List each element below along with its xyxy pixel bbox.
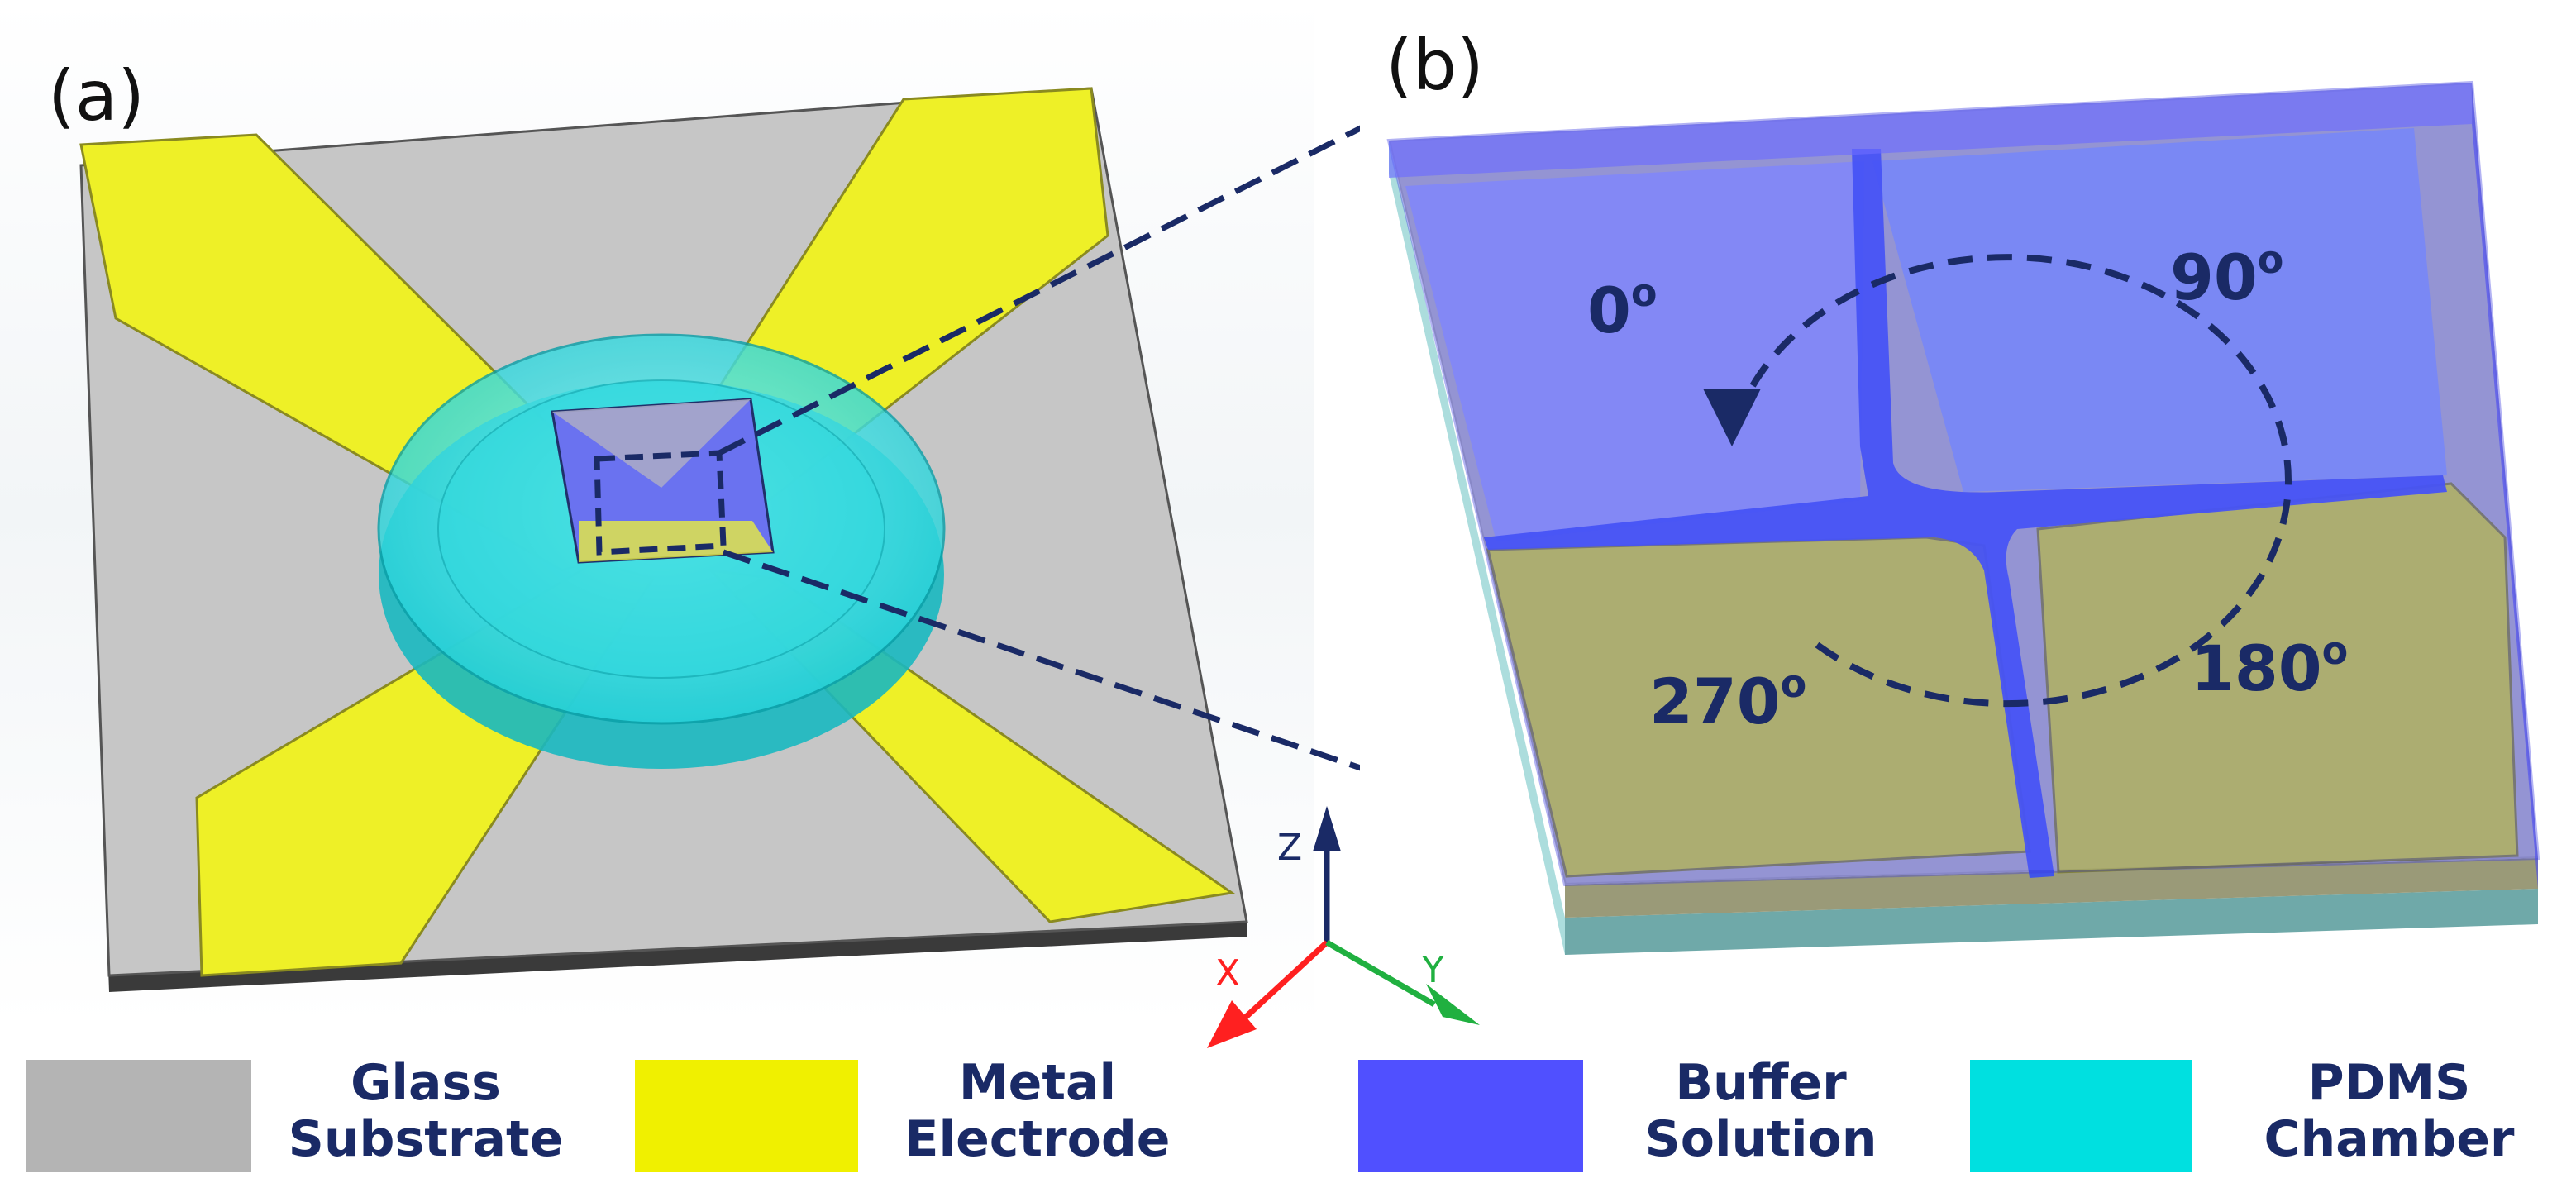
- legend-swatch-pdms: [1970, 1060, 2192, 1172]
- rotation-arrow-head: [1703, 389, 1761, 446]
- legend-label-glass-line1: Glass: [351, 1054, 501, 1112]
- legend-label-buffer-line2: Solution: [1645, 1110, 1877, 1168]
- panel-a: (a): [0, 0, 1314, 1025]
- legend-item-pdms-chamber: PDMS Chamber: [1970, 1054, 2515, 1172]
- legend-label-pdms-line1: PDMS: [2308, 1054, 2471, 1112]
- legend-swatch-electrode: [635, 1060, 858, 1172]
- electrode-90-deg: [1872, 128, 2447, 492]
- substrate-layer-front: [1565, 858, 2538, 918]
- buffer-solution-volume: [1386, 80, 2540, 887]
- panel-b-label: (b): [1386, 25, 1484, 106]
- buffer-box-front-side: [1565, 889, 2538, 955]
- angle-label-270: 270o: [1649, 661, 1806, 738]
- rotation-arc: [1733, 254, 2292, 708]
- legend-item-metal-electrode: Metal Electrode: [635, 1054, 1170, 1172]
- zoom-region-box: [594, 450, 727, 556]
- legend-item-glass-substrate: Glass Substrate: [26, 1054, 563, 1172]
- buffer-channel-cross: [1484, 149, 2447, 878]
- legend: Glass Substrate Metal Electrode Buffer S…: [26, 1054, 2515, 1172]
- buffer-box-top-rim: [1389, 83, 2472, 178]
- legend-label-buffer-line1: Buffer: [1675, 1054, 1847, 1112]
- connector-line-top: [718, 96, 1419, 456]
- z-axis-arrow: [1313, 806, 1341, 851]
- y-axis-label: Y: [1421, 949, 1444, 991]
- x-axis-arrow: [1207, 1000, 1257, 1048]
- angle-label-180: 180o: [2191, 628, 2348, 705]
- x-axis-line: [1242, 940, 1329, 1021]
- legend-label-electrode-line1: Metal: [959, 1054, 1116, 1112]
- legend-label-glass-line2: Substrate: [289, 1110, 564, 1168]
- legend-label-electrode-line2: Electrode: [905, 1110, 1171, 1168]
- electrode-0-deg: [1405, 161, 1864, 541]
- buffer-box-left-side: [1389, 141, 1565, 955]
- x-axis-label: X: [1215, 952, 1240, 995]
- z-axis-label: Z: [1277, 827, 1302, 869]
- buffer-box-right-side: [2472, 83, 2538, 889]
- legend-swatch-buffer: [1358, 1060, 1583, 1172]
- y-axis-arrow: [1426, 984, 1480, 1025]
- angle-label-90: 90o: [2170, 237, 2283, 314]
- legend-label-pdms-line2: Chamber: [2264, 1110, 2515, 1168]
- y-axis-line: [1325, 939, 1436, 1008]
- panel-a-label: (a): [48, 55, 145, 136]
- legend-swatch-glass: [26, 1060, 251, 1172]
- angle-label-0: 0o: [1587, 270, 1658, 347]
- panel-b: 0o 90o 180o 270o (b): [1360, 0, 2576, 1025]
- legend-item-buffer-solution: Buffer Solution: [1358, 1054, 1877, 1172]
- coordinate-axes: Z X Y: [1207, 806, 1480, 1048]
- central-well-glass: [552, 399, 751, 488]
